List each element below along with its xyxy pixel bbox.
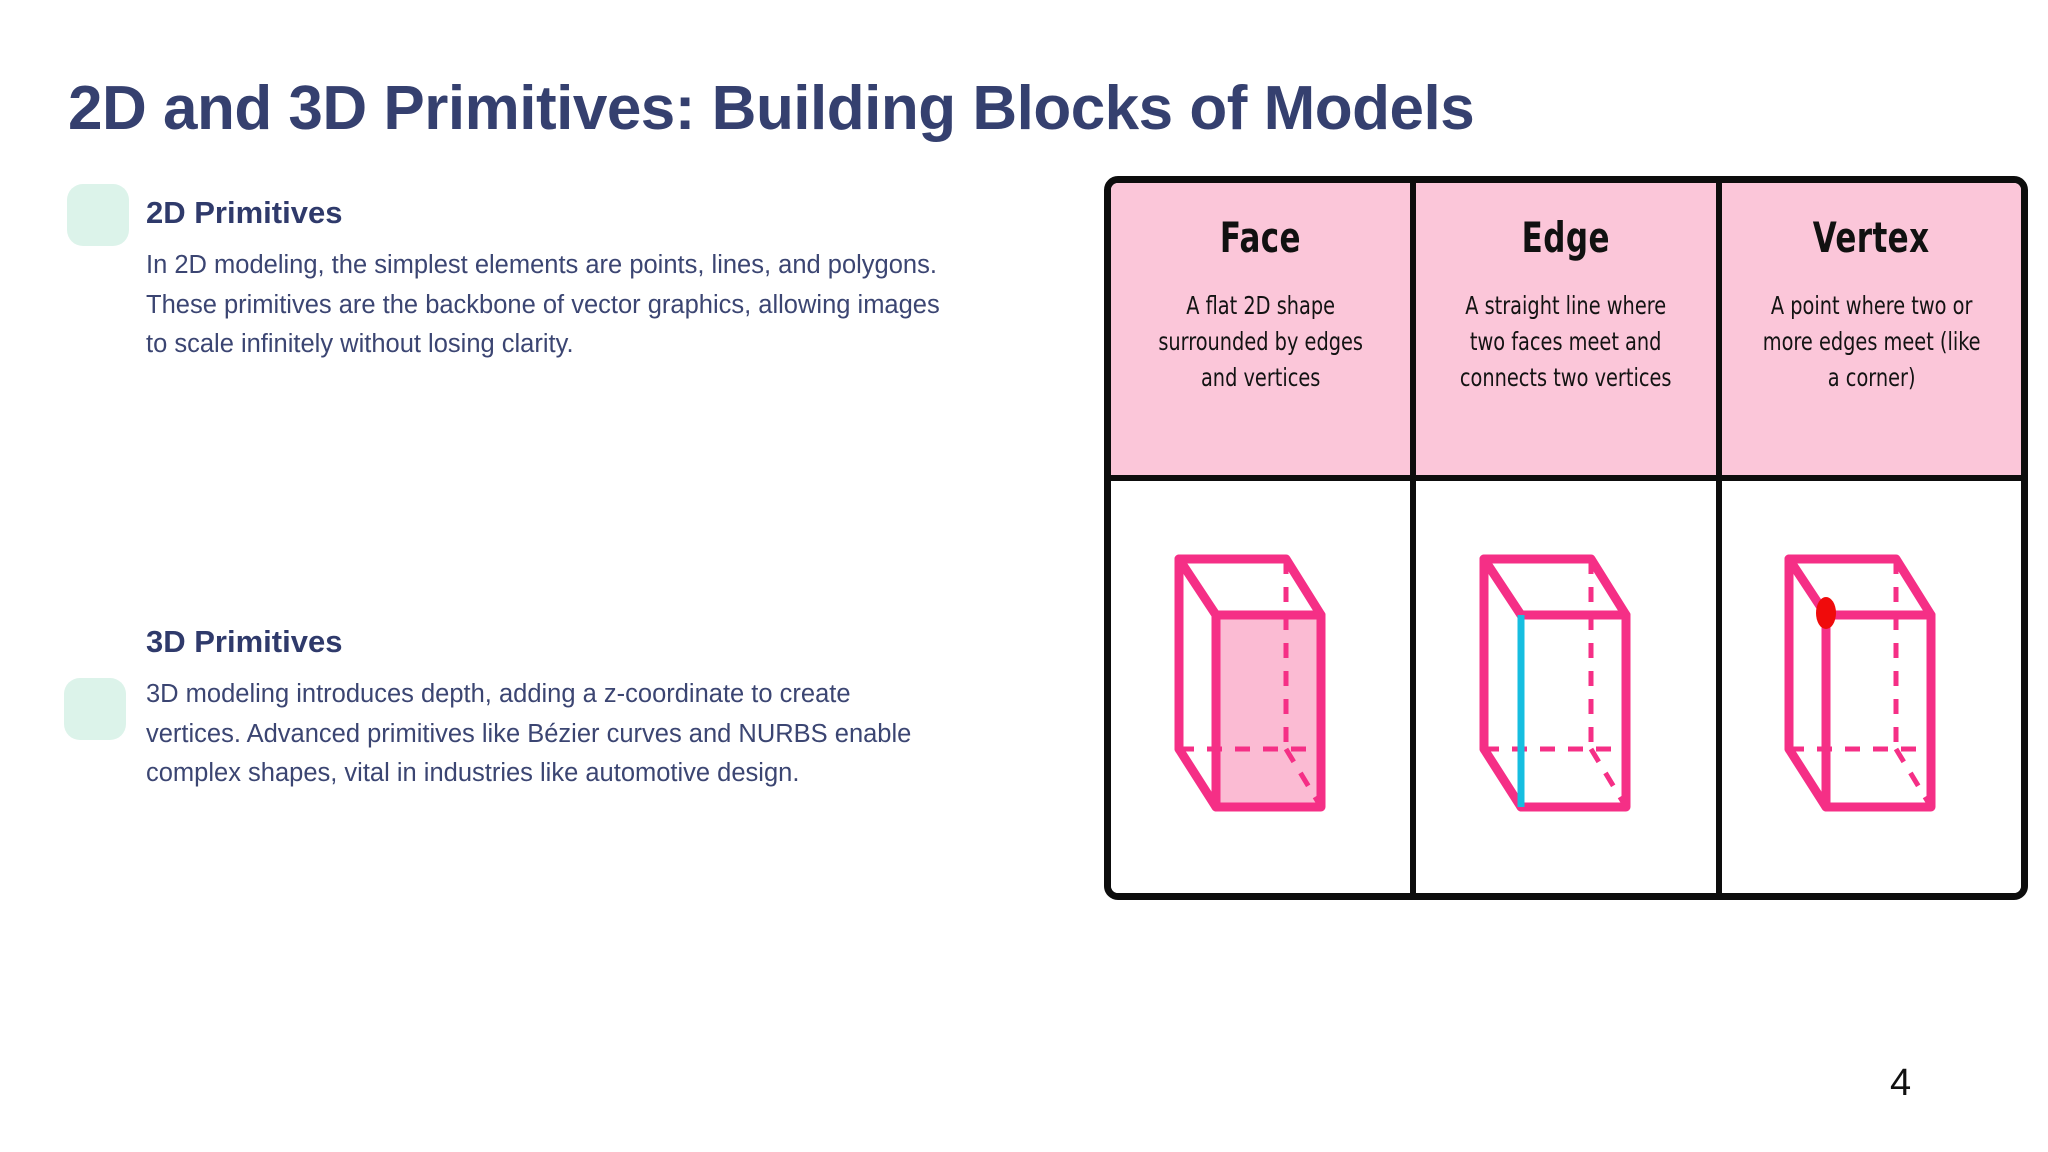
- box-with-highlighted-edge-icon: [1479, 554, 1631, 812]
- section-body-3d: 3D modeling introduces depth, adding a z…: [146, 680, 912, 788]
- table-figure-cell-face: [1111, 481, 1410, 893]
- section-heading-2d: 2D Primitives: [146, 195, 343, 230]
- section-heading-3d: 3D Primitives: [146, 624, 343, 659]
- table-figure-cell-vertex: [1715, 481, 2021, 893]
- box-with-highlighted-vertex-icon: [1784, 554, 1936, 812]
- column-description-vertex: A point where two or more edges meet (li…: [1762, 291, 1981, 392]
- highlighted-vertex-dot: [1816, 597, 1837, 629]
- table-figure-row: [1111, 481, 2021, 893]
- section-body-2d: In 2D modeling, the simplest elements ar…: [146, 251, 940, 359]
- column-title-vertex: Vertex: [1812, 213, 1930, 262]
- column-description-edge: A straight line where two faces meet and…: [1460, 291, 1672, 392]
- decorative-mint-square-2d: [67, 184, 129, 246]
- column-title-face: Face: [1220, 213, 1302, 262]
- table-header-cell-face: Face A flat 2D shape surrounded by edges…: [1111, 183, 1410, 475]
- table-figure-cell-edge: [1410, 481, 1715, 893]
- page-title: 2D and 3D Primitives: Building Blocks of…: [68, 73, 1475, 143]
- column-title-edge: Edge: [1521, 213, 1611, 262]
- figure-wrap-face: [1111, 481, 1410, 893]
- primitives-table: Face A flat 2D shape surrounded by edges…: [1104, 176, 2028, 900]
- column-description-face: A flat 2D shape surrounded by edges and …: [1158, 291, 1363, 392]
- table-header-cell-vertex: Vertex A point where two or more edges m…: [1715, 183, 2021, 475]
- figure-wrap-edge: [1416, 481, 1715, 893]
- decorative-mint-square-3d: [64, 678, 126, 740]
- figure-wrap-vertex: [1722, 481, 2021, 893]
- page-number: 4: [1890, 1062, 1912, 1104]
- table-header-cell-edge: Edge A straight line where two faces mee…: [1410, 183, 1715, 475]
- box-with-highlighted-face-icon: [1174, 554, 1326, 812]
- table-header-row: Face A flat 2D shape surrounded by edges…: [1111, 183, 2021, 481]
- section-3d-primitives: 3D Primitives 3D modeling introduces dep…: [146, 624, 966, 794]
- section-2d-primitives: 2D Primitives In 2D modeling, the simple…: [146, 195, 966, 365]
